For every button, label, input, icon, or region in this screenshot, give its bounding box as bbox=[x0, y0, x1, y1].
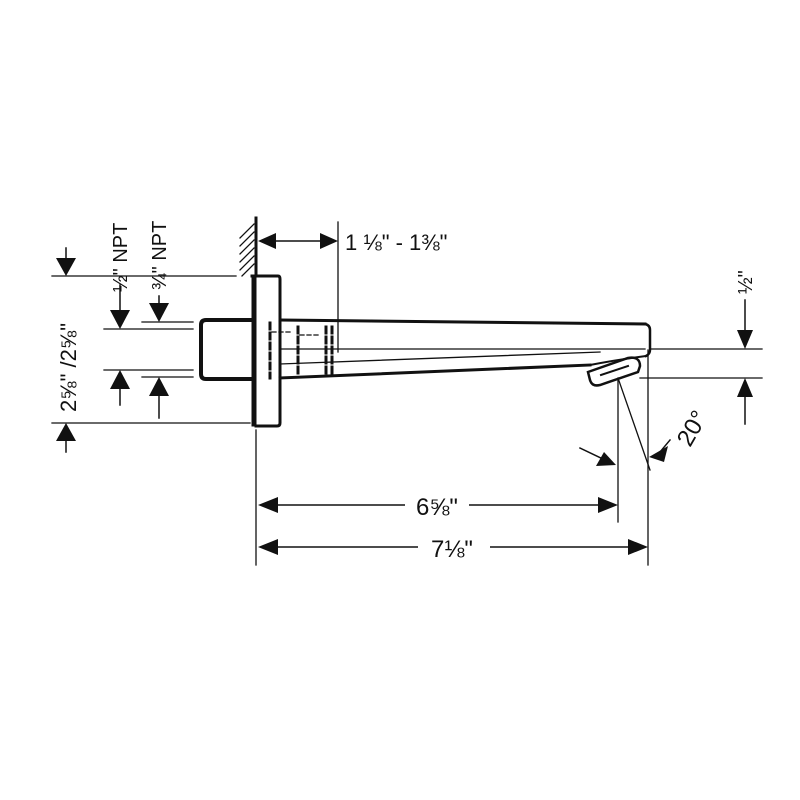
dim-wall-offset: 1 ⅛" - 1⅜" bbox=[345, 230, 447, 255]
aerator-outlet bbox=[586, 356, 642, 387]
dim-spout-reach-outlet-label: 6⅝" bbox=[416, 494, 458, 521]
dim-outlet-angle: 20° bbox=[672, 406, 714, 451]
dim-plate-height: 2⅝" /2⅝" bbox=[56, 323, 81, 412]
wall bbox=[239, 216, 258, 278]
spout-body bbox=[268, 318, 652, 380]
pipe-connector bbox=[199, 318, 254, 381]
label-bg bbox=[418, 532, 490, 560]
extension-lines bbox=[51, 221, 763, 566]
dim-spout-overall: 7⅛" bbox=[431, 536, 473, 563]
dim-outlet-drop: ½" bbox=[735, 270, 757, 294]
wall-flange bbox=[250, 274, 282, 428]
label-bg bbox=[405, 490, 469, 518]
dim-thread-three-quarter: ¾" NPT bbox=[149, 221, 171, 290]
dim-thread-half: ½" NPT bbox=[110, 223, 132, 292]
arrowheads bbox=[56, 233, 753, 555]
